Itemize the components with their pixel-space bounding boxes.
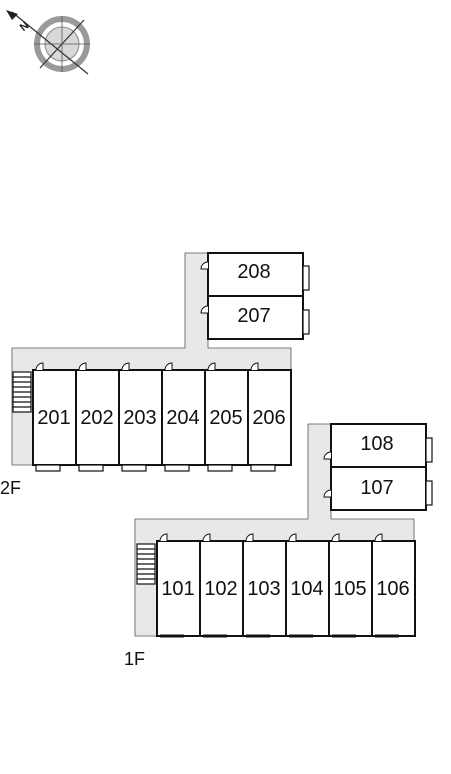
room-208: 208	[200, 252, 310, 297]
floor-label-1f: 1F	[124, 649, 145, 669]
compass-north-label: N	[18, 20, 32, 34]
room-label-107: 107	[360, 477, 393, 499]
room-label-207: 207	[237, 305, 270, 327]
room-label-104: 104	[290, 578, 323, 600]
room-label-201: 201	[37, 407, 70, 429]
room-102: 102	[199, 533, 244, 638]
room-105: 105	[328, 533, 373, 638]
floor-1f: 108 107 101 102 103	[124, 423, 433, 669]
room-106: 106	[371, 533, 416, 638]
room-label-205: 205	[209, 407, 242, 429]
room-label-101: 101	[161, 578, 194, 600]
floor-2f: 208 207 201 202 203	[0, 252, 310, 498]
room-label-206: 206	[252, 407, 285, 429]
stairs-icon	[12, 371, 32, 413]
room-label-208: 208	[237, 261, 270, 283]
room-202: 202	[75, 362, 120, 472]
room-label-102: 102	[204, 578, 237, 600]
room-label-103: 103	[247, 578, 280, 600]
room-label-202: 202	[80, 407, 113, 429]
stairs-icon	[136, 543, 156, 585]
room-107: 107	[323, 466, 433, 511]
room-101: 101	[156, 533, 201, 638]
room-104: 104	[285, 533, 330, 638]
room-201: 201	[32, 362, 77, 472]
compass-icon: N	[6, 10, 90, 75]
room-108: 108	[323, 423, 433, 468]
floor-label-2f: 2F	[0, 478, 21, 498]
room-label-105: 105	[333, 578, 366, 600]
room-207: 207	[200, 295, 310, 340]
room-204: 204	[161, 362, 206, 472]
room-205: 205	[204, 362, 249, 472]
room-label-108: 108	[360, 433, 393, 455]
room-label-106: 106	[376, 578, 409, 600]
room-label-204: 204	[166, 407, 199, 429]
room-103: 103	[242, 533, 287, 638]
room-206: 206	[247, 362, 292, 472]
room-label-203: 203	[123, 407, 156, 429]
room-203: 203	[118, 362, 163, 472]
